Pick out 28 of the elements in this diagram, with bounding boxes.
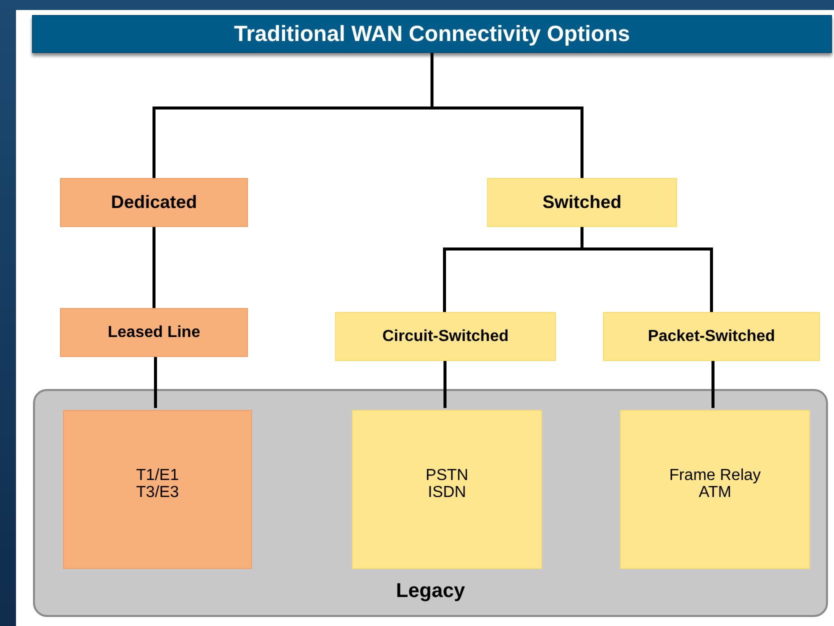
technology-name: T3/E3 <box>136 484 179 501</box>
connector-line <box>444 361 446 408</box>
technology-box <box>63 410 252 569</box>
category-box <box>487 178 677 227</box>
category-label: Leased Line <box>108 324 200 342</box>
connector-line <box>712 361 714 408</box>
category-label: Switched <box>542 192 622 213</box>
category-box <box>60 308 248 357</box>
category-label: Dedicated <box>110 192 198 213</box>
technology-box <box>620 410 810 569</box>
technology-box <box>352 410 542 569</box>
category-label: Circuit-Switched <box>382 328 509 346</box>
technology-name: ISDN <box>428 484 466 501</box>
connector-line <box>430 53 584 178</box>
connector-line <box>154 357 157 408</box>
technology-name: Frame Relay <box>669 467 761 484</box>
group-panel <box>33 389 828 617</box>
group-label: Legacy <box>396 580 465 603</box>
category-box <box>603 312 820 361</box>
category-box <box>335 312 556 361</box>
banner-label: Traditional WAN Connectivity Options <box>234 21 630 47</box>
category-box <box>60 178 248 227</box>
technology-name: T1/E1 <box>136 467 179 484</box>
technology-name: ATM <box>698 484 732 501</box>
technology-name: PSTN <box>426 467 468 484</box>
title-banner <box>32 15 832 53</box>
category-label: Packet-Switched <box>648 328 776 346</box>
connector-line <box>152 227 156 308</box>
